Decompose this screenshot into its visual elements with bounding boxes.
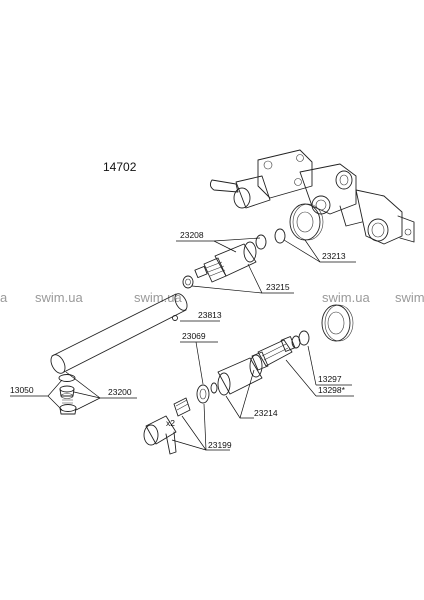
cartridge-lower-drawing (251, 336, 296, 371)
label-23813: 23813 (198, 310, 222, 320)
watermark-3: swim.ua (134, 290, 182, 305)
washer-set-23069 (196, 382, 218, 404)
watermark-2: swim.ua (35, 290, 83, 305)
label-23214: 23214 (254, 408, 278, 418)
label-23200: 23200 (108, 387, 132, 397)
leader-lines (10, 237, 356, 451)
valve-body-23214-drawing (217, 354, 263, 396)
diagram-title: 14702 (103, 160, 137, 174)
o-ring-set-upper (255, 228, 286, 250)
aerator-stack-drawing (58, 374, 77, 415)
label-23215: 23215 (266, 282, 290, 292)
label-13298: 13298* (318, 385, 346, 395)
flange-ring-lower-drawing (291, 304, 354, 349)
watermark-4: swim.ua (322, 290, 370, 305)
handle-23199-drawing (143, 397, 191, 455)
watermark-1: a (0, 290, 8, 305)
small-ring-23215 (182, 275, 194, 289)
part-labels: 23208 23213 23215 23813 23069 13050 2320… (10, 230, 346, 450)
label-23069: 23069 (182, 331, 206, 341)
label-13297: 13297 (318, 374, 342, 384)
label-13050: 13050 (10, 385, 34, 395)
mixer-body-drawing (209, 149, 415, 245)
plug-23813-drawing (172, 315, 178, 321)
cartridge-upper-drawing (194, 241, 257, 283)
watermark-5: swim.ua (395, 290, 424, 305)
label-quantity-x2: x2 (166, 418, 175, 428)
spout-pipe-drawing (50, 293, 188, 374)
label-23199: 23199 (208, 440, 232, 450)
watermark-row: a swim.ua swim.ua swim.ua swim.ua (0, 290, 424, 305)
label-23213: 23213 (322, 251, 346, 261)
label-23208: 23208 (180, 230, 204, 240)
